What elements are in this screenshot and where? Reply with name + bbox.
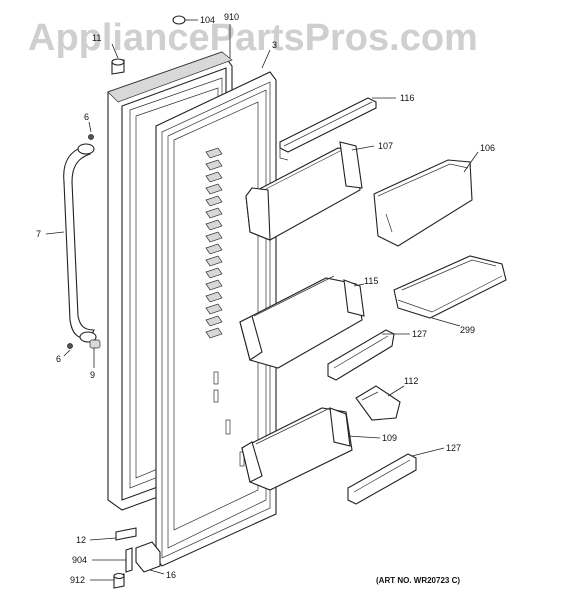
callout-112: 112 bbox=[404, 376, 418, 386]
shelf-rail bbox=[279, 97, 377, 161]
liner-rib bbox=[205, 327, 223, 339]
liner-rib bbox=[205, 291, 223, 303]
art-number: (ART NO. WR20723 C) bbox=[376, 576, 460, 585]
callout-904: 904 bbox=[72, 555, 87, 565]
top-hinge-parts bbox=[111, 15, 186, 75]
watermark-text: AppliancePartsPros.com bbox=[28, 17, 478, 59]
liner-rib bbox=[205, 207, 223, 219]
liner-rib bbox=[205, 159, 223, 171]
callout-127-lower: 127 bbox=[446, 443, 461, 453]
liner-rib bbox=[205, 219, 223, 231]
door-bin-109 bbox=[241, 407, 353, 491]
callout-912: 912 bbox=[70, 575, 85, 585]
dairy-cover-106 bbox=[373, 159, 473, 247]
trim-127-lower bbox=[347, 453, 417, 505]
liner-rib bbox=[205, 195, 223, 207]
callout-7: 7 bbox=[36, 229, 41, 239]
liner-rib bbox=[205, 243, 223, 255]
callout-104: 104 bbox=[200, 15, 215, 25]
clip-112 bbox=[355, 385, 401, 421]
liner-rib bbox=[205, 255, 223, 267]
callout-910: 910 bbox=[224, 12, 239, 22]
liner-rib bbox=[205, 315, 223, 327]
callout-11: 11 bbox=[92, 33, 101, 43]
callout-299: 299 bbox=[460, 325, 475, 335]
callout-115: 115 bbox=[364, 276, 378, 286]
callout-116: 116 bbox=[400, 93, 414, 103]
door-bin-115 bbox=[239, 275, 365, 369]
liner-rib bbox=[205, 183, 223, 195]
liner-rib bbox=[205, 279, 223, 291]
liner-rib bbox=[205, 303, 223, 315]
callout-127-upper: 127 bbox=[412, 329, 427, 339]
liner-rib bbox=[205, 171, 223, 183]
callout-3: 3 bbox=[272, 40, 277, 50]
liner-rib bbox=[205, 231, 223, 243]
liner-rib bbox=[205, 147, 223, 159]
callout-109: 109 bbox=[382, 433, 397, 443]
callout-6-bottom: 6 bbox=[56, 354, 61, 364]
callout-107: 107 bbox=[378, 141, 393, 151]
callout-labels: 104 910 11 3 116 6 107 106 7 115 127 299… bbox=[36, 12, 495, 585]
callout-9: 9 bbox=[90, 370, 95, 380]
door-liner bbox=[173, 101, 259, 531]
callout-6-top: 6 bbox=[84, 112, 89, 122]
callout-12: 12 bbox=[76, 535, 86, 545]
trim-127-upper bbox=[327, 329, 395, 381]
callout-16: 16 bbox=[166, 570, 176, 580]
liner-rib bbox=[205, 267, 223, 279]
callout-106: 106 bbox=[480, 143, 495, 153]
bottom-hinge-parts bbox=[113, 527, 161, 589]
door-handle bbox=[63, 134, 101, 349]
leader-lines bbox=[45, 19, 479, 581]
door-bin-107 bbox=[245, 141, 363, 241]
shelf-299 bbox=[393, 255, 507, 319]
